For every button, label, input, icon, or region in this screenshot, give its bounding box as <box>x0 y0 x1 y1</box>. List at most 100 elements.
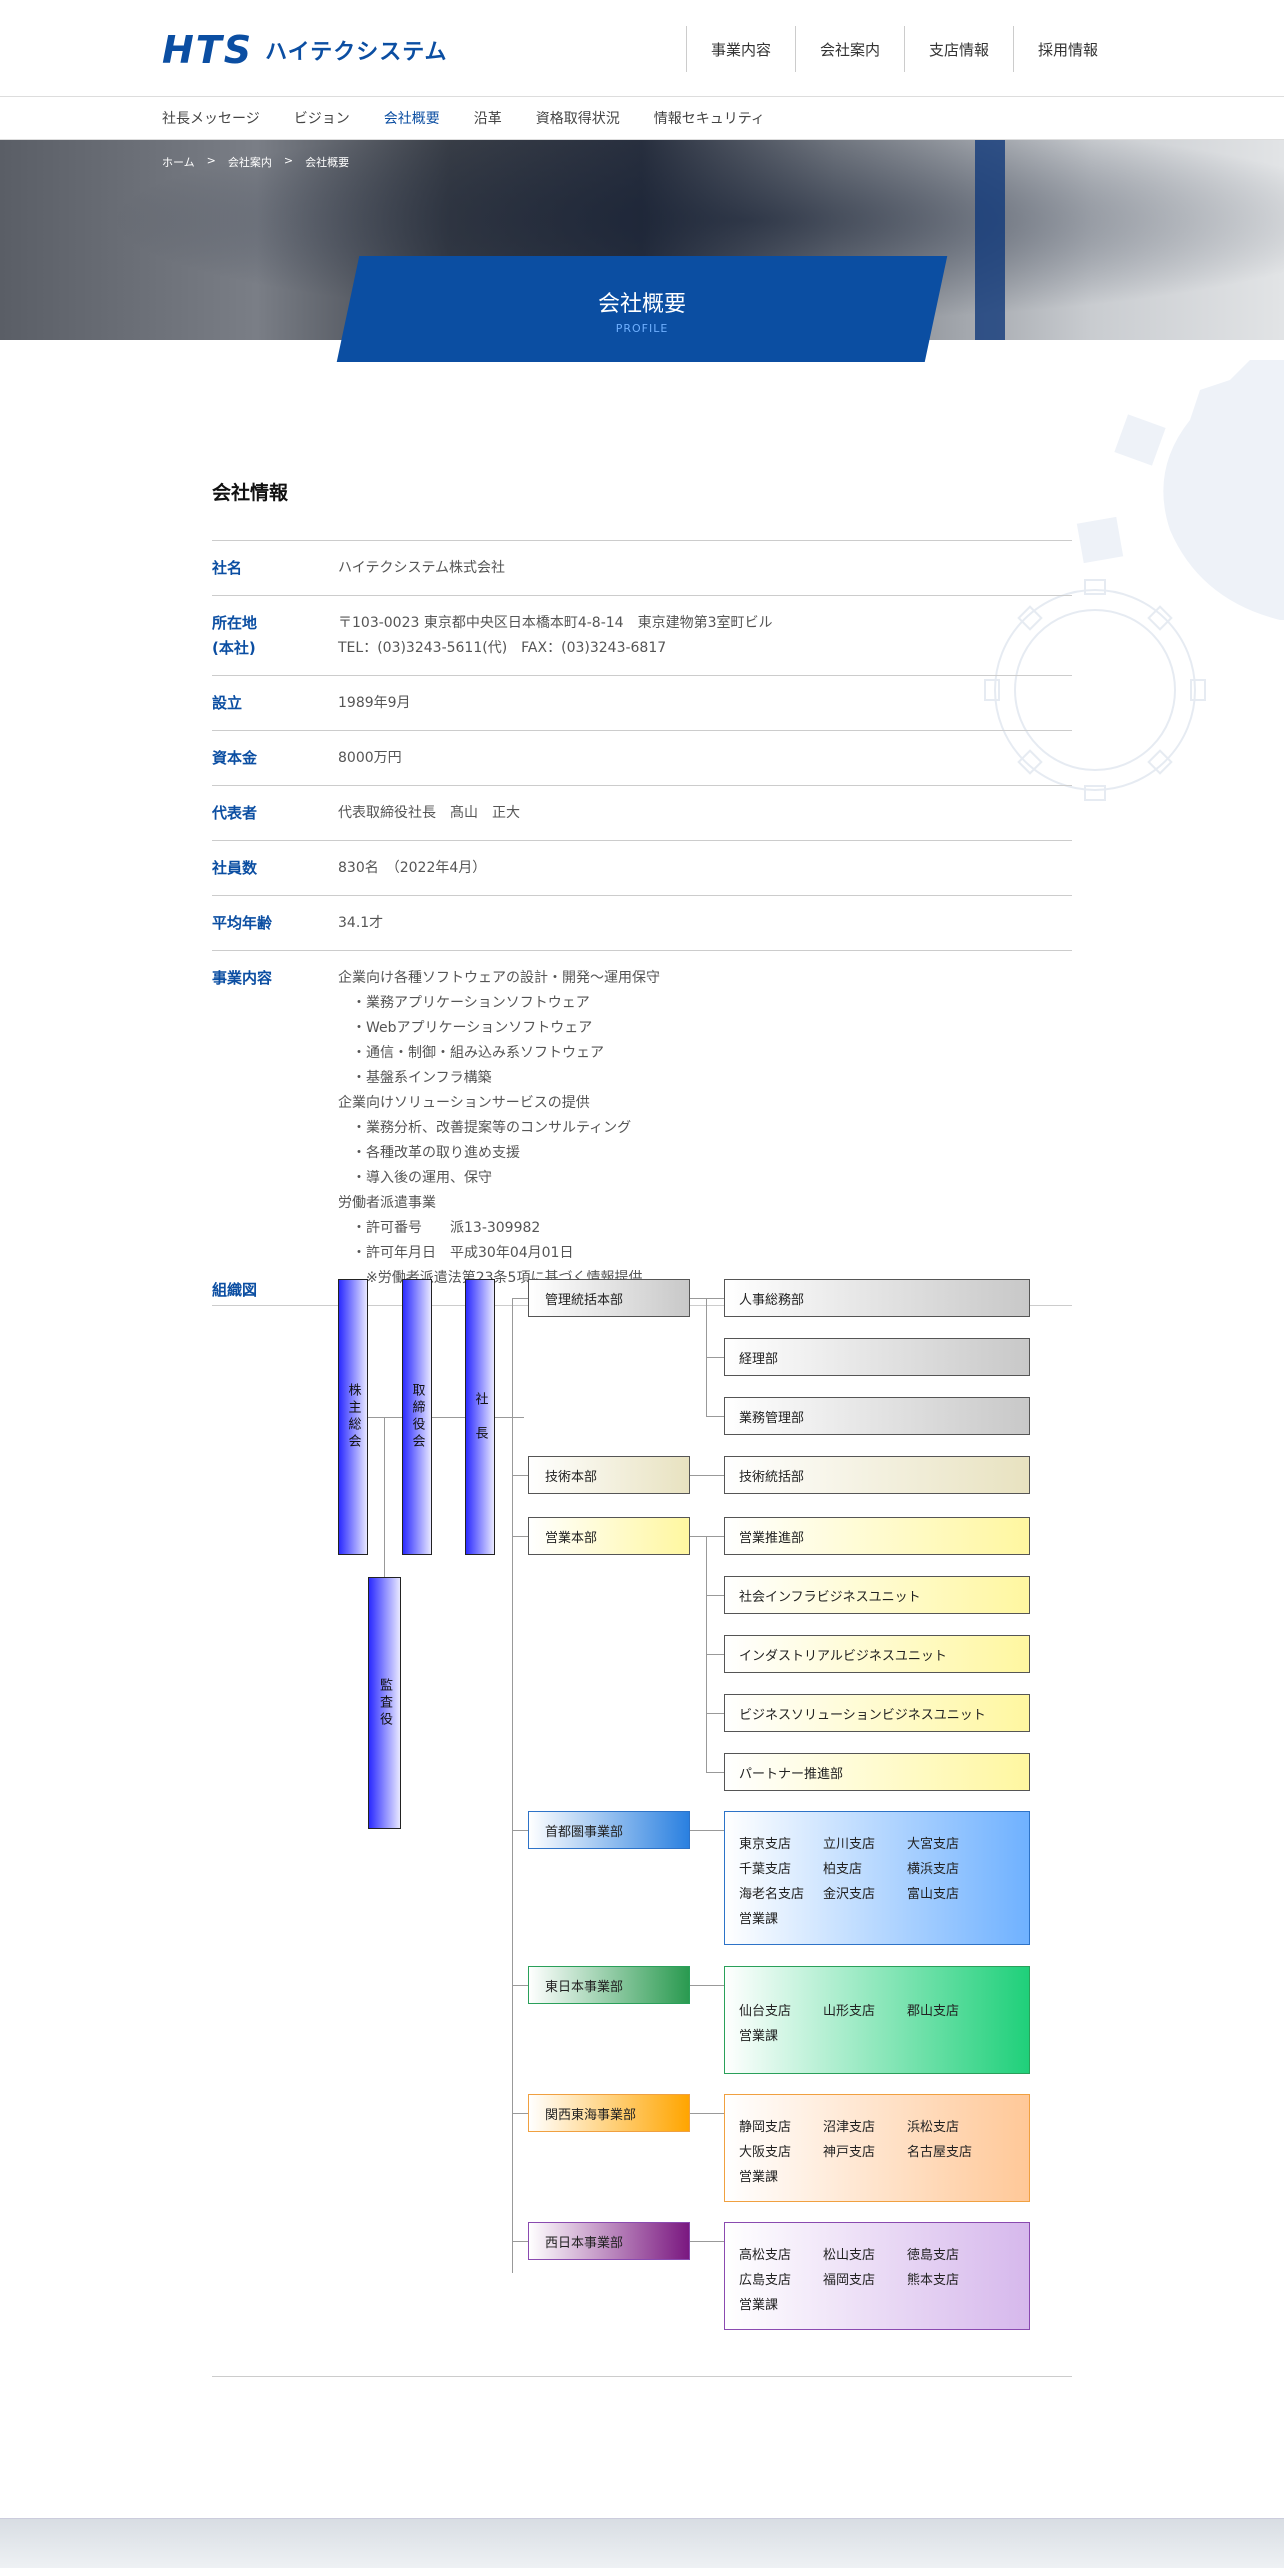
org-branch: 立川支店 <box>823 1837 876 1852</box>
org-branch: 大阪支店 <box>739 2145 792 2160</box>
info-row-business: 事業内容 企業向け各種ソフトウェアの設計・開発～運用保守 ・業務アプリケーション… <box>212 951 1072 1306</box>
main-nav-item-company[interactable]: 会社案内 <box>794 26 904 72</box>
org-branch: 横浜支店 <box>907 1862 960 1877</box>
org-branch: 営業課 <box>739 2029 779 2044</box>
connector-line <box>690 2113 724 2114</box>
sub-nav-item-profile[interactable]: 会社概要 <box>383 111 440 127</box>
org-branch: 浜松支店 <box>907 2120 960 2135</box>
info-value: 830名 （2022年4月） <box>338 860 487 876</box>
breadcrumb: ホーム > 会社案内 > 会社概要 <box>162 154 361 170</box>
org-branch: 海老名支店 <box>739 1887 805 1902</box>
connector-line <box>512 1475 528 1476</box>
info-key: 所在地 (本社) <box>212 614 258 657</box>
breadcrumb-current: 会社概要 <box>305 156 350 169</box>
connector-line <box>495 1417 524 1418</box>
hero-tie-shape <box>975 140 1005 340</box>
org-branch: 営業課 <box>739 2298 779 2313</box>
info-value: 1989年9月 <box>338 695 411 711</box>
sub-nav: 社長メッセージ ビジョン 会社概要 沿革 資格取得状況 情報セキュリティ <box>0 96 1284 140</box>
org-division-west: 西日本事業部 <box>528 2222 690 2260</box>
hero-image: ホーム > 会社案内 > 会社概要 <box>0 140 1284 340</box>
org-branch: 松山支店 <box>823 2248 876 2263</box>
org-branch: 仙台支店 <box>739 2004 792 2019</box>
org-board-label: 取締役会 <box>409 1383 425 1451</box>
org-division-east: 東日本事業部 <box>528 1966 690 2004</box>
info-row-address: 所在地 (本社) 〒103-0023 東京都中央区日本橋本町4-8-14 東京建… <box>212 596 1072 676</box>
company-info-table: 社名 ハイテクシステム株式会社 所在地 (本社) 〒103-0023 東京都中央… <box>212 540 1072 1306</box>
breadcrumb-separator: > <box>283 154 294 167</box>
breadcrumb-separator: > <box>206 154 216 167</box>
org-shareholders-label: 株主総会 <box>345 1383 361 1451</box>
connector-line <box>706 1357 724 1358</box>
org-branch-box-west: 高松支店 松山支店 徳島支店 広島支店 福岡支店 熊本支店 営業課 <box>724 2222 1030 2330</box>
connector-line <box>512 1536 528 1537</box>
info-key: 平均年齢 <box>212 914 273 932</box>
org-branch: 徳島支店 <box>907 2248 960 2263</box>
org-branch: 沼津支店 <box>823 2120 876 2135</box>
org-branch: 千葉支店 <box>739 1862 792 1877</box>
org-chart-label: 組織図 <box>212 1281 258 1299</box>
connector-line <box>512 2113 528 2114</box>
info-row-average-age: 平均年齢 34.1才 <box>212 896 1072 951</box>
org-unit: パートナー推進部 <box>724 1753 1030 1791</box>
info-value: 企業向け各種ソフトウェアの設計・開発～運用保守 ・業務アプリケーションソフトウェ… <box>338 970 660 1286</box>
connector-line <box>706 1713 724 1714</box>
info-value: 〒103-0023 東京都中央区日本橋本町4-8-14 東京建物第3室町ビル T… <box>338 615 773 656</box>
org-branch: 柏支店 <box>823 1862 863 1877</box>
org-branch: 福岡支店 <box>823 2273 876 2288</box>
info-key: 代表者 <box>212 804 258 822</box>
org-branch: 大宮支店 <box>907 1837 960 1852</box>
org-unit: 社会インフラビジネスユニット <box>724 1576 1030 1614</box>
site-logo[interactable]: HTS ハイテクシステム <box>162 28 448 72</box>
org-unit: 技術統括部 <box>724 1456 1030 1494</box>
connector-line <box>690 2241 724 2242</box>
org-division-sales: 営業本部 <box>528 1517 690 1555</box>
info-row-capital: 資本金 8000万円 <box>212 731 1072 786</box>
info-row-established: 設立 1989年9月 <box>212 676 1072 731</box>
connector-line <box>690 1830 724 1831</box>
connector-line <box>706 1595 724 1596</box>
main-nav-item-recruit[interactable]: 採用情報 <box>1012 26 1122 72</box>
info-key: 資本金 <box>212 749 258 767</box>
logo-name: ハイテクシステム <box>265 40 448 65</box>
sub-nav-item-message[interactable]: 社長メッセージ <box>162 111 260 127</box>
org-division-kansai-tokai: 関西東海事業部 <box>528 2094 690 2132</box>
connector-line <box>706 1772 724 1773</box>
page-title-banner: 会社概要 PROFILE <box>336 256 948 362</box>
sub-nav-item-security[interactable]: 情報セキュリティ <box>653 111 765 127</box>
info-key: 社名 <box>212 559 243 577</box>
org-branch-box-kansai-tokai: 静岡支店 沼津支店 浜松支店 大阪支店 神戸支店 名古屋支店 営業課 <box>724 2094 1030 2202</box>
org-unit: 業務管理部 <box>724 1397 1030 1435</box>
sub-nav-item-qualifications[interactable]: 資格取得状況 <box>535 111 620 127</box>
breadcrumb-company[interactable]: 会社案内 <box>227 156 272 169</box>
org-branch: 神戸支店 <box>823 2145 876 2160</box>
connector-line <box>690 1536 724 1537</box>
org-president: 社 長 <box>465 1279 495 1555</box>
info-value: ハイテクシステム株式会社 <box>338 560 506 576</box>
breadcrumb-home[interactable]: ホーム <box>162 156 195 169</box>
connector-line <box>512 1298 513 2273</box>
logo-mark: HTS <box>162 28 254 72</box>
org-unit: 経理部 <box>724 1338 1030 1376</box>
main-nav-item-branches[interactable]: 支店情報 <box>903 26 1013 72</box>
org-president-label: 社 長 <box>472 1391 488 1443</box>
org-auditor: 監査役 <box>368 1577 401 1829</box>
connector-line <box>706 1654 724 1655</box>
sub-nav-item-history[interactable]: 沿革 <box>473 111 502 127</box>
org-board: 取締役会 <box>402 1279 432 1555</box>
main-nav-item-business[interactable]: 事業内容 <box>685 26 795 72</box>
org-branch-box-east: 仙台支店 山形支店 郡山支店 営業課 <box>724 1966 1030 2074</box>
sub-nav-item-vision[interactable]: ビジョン <box>293 111 350 127</box>
org-branch: 熊本支店 <box>907 2273 960 2288</box>
connector-line <box>512 2241 528 2242</box>
org-branch: 営業課 <box>739 1912 779 1927</box>
connector-line <box>432 1417 465 1418</box>
org-division-metro: 首都圏事業部 <box>528 1811 690 1849</box>
org-unit: 営業推進部 <box>724 1517 1030 1555</box>
connector-line <box>690 1985 724 1986</box>
org-branch: 名古屋支店 <box>907 2145 973 2160</box>
info-row-name: 社名 ハイテクシステム株式会社 <box>212 541 1072 596</box>
info-value: 34.1才 <box>338 915 384 931</box>
info-value: 代表取締役社長 髙山 正大 <box>338 805 520 821</box>
